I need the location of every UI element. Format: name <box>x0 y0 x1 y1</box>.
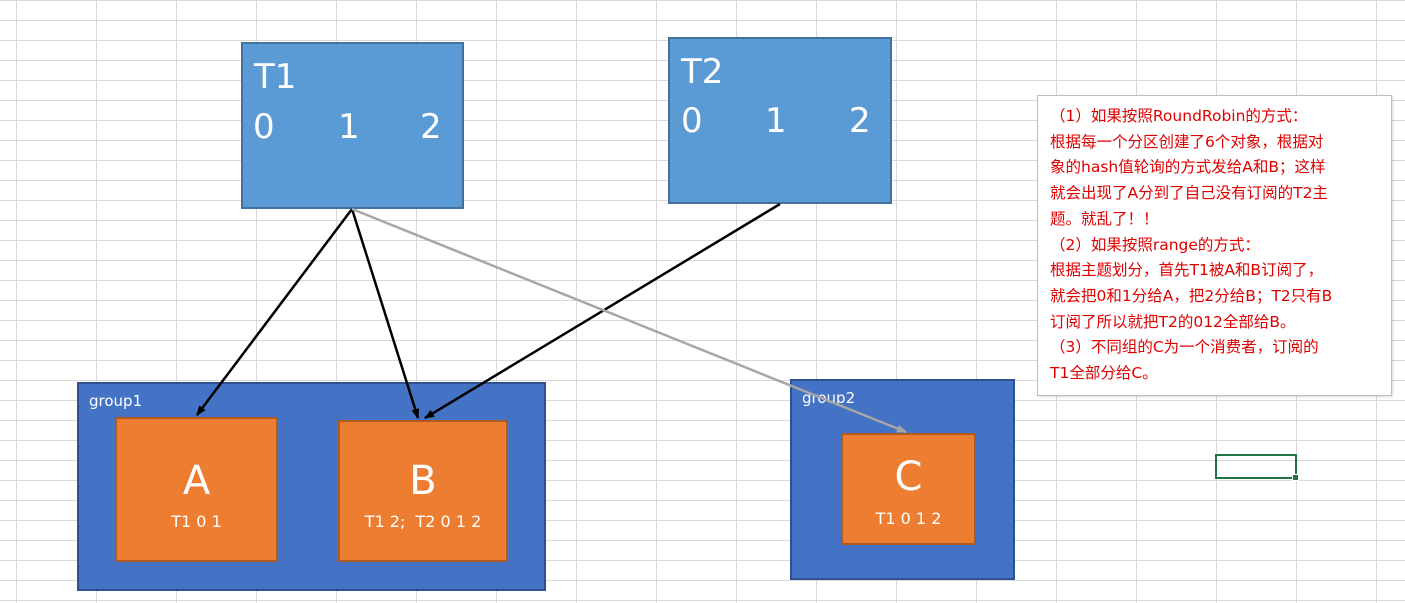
note-line-7: 根据主题划分，首先T1被A和B订阅了， <box>1050 261 1324 280</box>
note-line-1: （1）如果按照RoundRobin的方式： <box>1050 107 1308 125</box>
topic-t1-partition-2: 2 <box>420 107 442 147</box>
consumer-b-assignment: T1 2; T2 0 1 2 <box>364 512 482 531</box>
topic-t2-partition-2: 2 <box>849 101 871 141</box>
consumer-a-assignment: T1 0 1 <box>171 512 222 531</box>
note-line-3: 象的hash值轮询的方式发给A和B；这样 <box>1050 158 1326 177</box>
selected-cell[interactable] <box>1215 454 1299 481</box>
topic-t2-partition-1: 1 <box>765 101 787 141</box>
explanation-note[interactable]: （1）如果按照RoundRobin的方式： 根据每一个分区创建了6个对象，根据对… <box>1037 95 1392 396</box>
topic-t1-box: T1 0 1 2 <box>241 42 464 209</box>
consumer-c-box: C T1 0 1 2 <box>841 433 976 545</box>
consumer-c-assignment: T1 0 1 2 <box>875 509 942 528</box>
note-line-5: 题。就乱了！！ <box>1050 209 1159 228</box>
fill-handle[interactable] <box>1292 474 1299 481</box>
topic-t2-box: T2 0 1 2 <box>668 37 892 204</box>
consumer-a-box: A T1 0 1 <box>115 417 278 562</box>
topic-t2-name: T2 <box>681 52 724 92</box>
consumer-b-name: B <box>409 458 437 504</box>
note-line-10: （3）不同组的C为一个消费者，订阅的 <box>1050 338 1319 357</box>
note-line-11: T1全部分给C。 <box>1050 364 1158 383</box>
note-line-8: 就会把0和1分给A，把2分给B；T2只有B <box>1050 286 1333 305</box>
topic-t1-partition-0: 0 <box>253 107 275 147</box>
group-2-label: group2 <box>802 389 856 407</box>
topic-t1-partition-1: 1 <box>338 107 360 147</box>
topic-t2-partition-0: 0 <box>681 101 703 141</box>
note-line-9: 订阅了所以就把T2的012全部给B。 <box>1050 312 1296 331</box>
group-1-label: group1 <box>89 392 143 410</box>
note-line-4: 就会出现了A分到了自己没有订阅的T2主 <box>1050 184 1328 203</box>
note-line-2: 根据每一个分区创建了6个对象，根据对 <box>1050 132 1324 151</box>
topic-t1-name: T1 <box>254 57 297 97</box>
consumer-c-name: C <box>894 454 923 500</box>
consumer-group-2: group2 C T1 0 1 2 <box>790 379 1015 580</box>
consumer-b-box: B T1 2; T2 0 1 2 <box>338 420 508 562</box>
consumer-a-name: A <box>182 458 211 504</box>
note-line-6: （2）如果按照range的方式： <box>1050 235 1260 254</box>
consumer-group-1: group1 A T1 0 1 B T1 2; T2 0 1 2 <box>77 382 546 591</box>
